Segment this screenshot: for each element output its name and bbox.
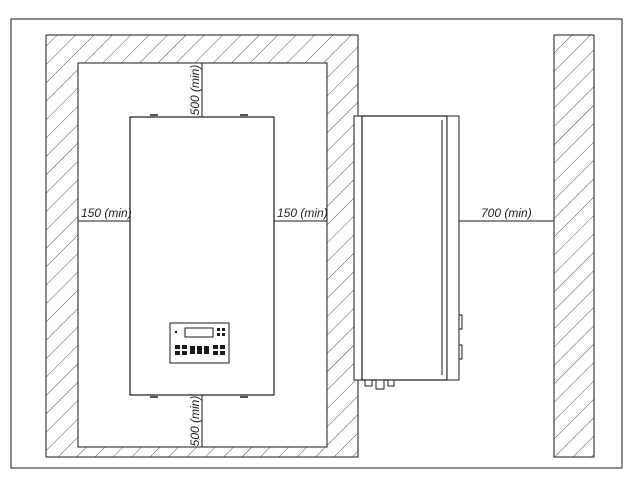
- boiler-side-view: [353, 115, 463, 390]
- dimension-label-top: 500 (min): [188, 65, 202, 116]
- dimension-label-front: 700 (min): [481, 206, 532, 220]
- control-panel-buttons: [175, 345, 225, 355]
- back-wall-hatched: [45, 34, 359, 458]
- boiler-control-panel: [169, 322, 230, 364]
- pipe-connections: [364, 379, 395, 390]
- power-indicator-icon: [174, 330, 178, 334]
- right-wall-hatched: [553, 34, 595, 458]
- dimension-label-left: 150 (min): [81, 206, 132, 220]
- drawing-frame: [10, 18, 623, 469]
- dimension-label-bottom: 500 (min): [188, 396, 202, 447]
- dimension-label-right: 150 (min): [277, 206, 328, 220]
- control-panel-display: [184, 327, 214, 338]
